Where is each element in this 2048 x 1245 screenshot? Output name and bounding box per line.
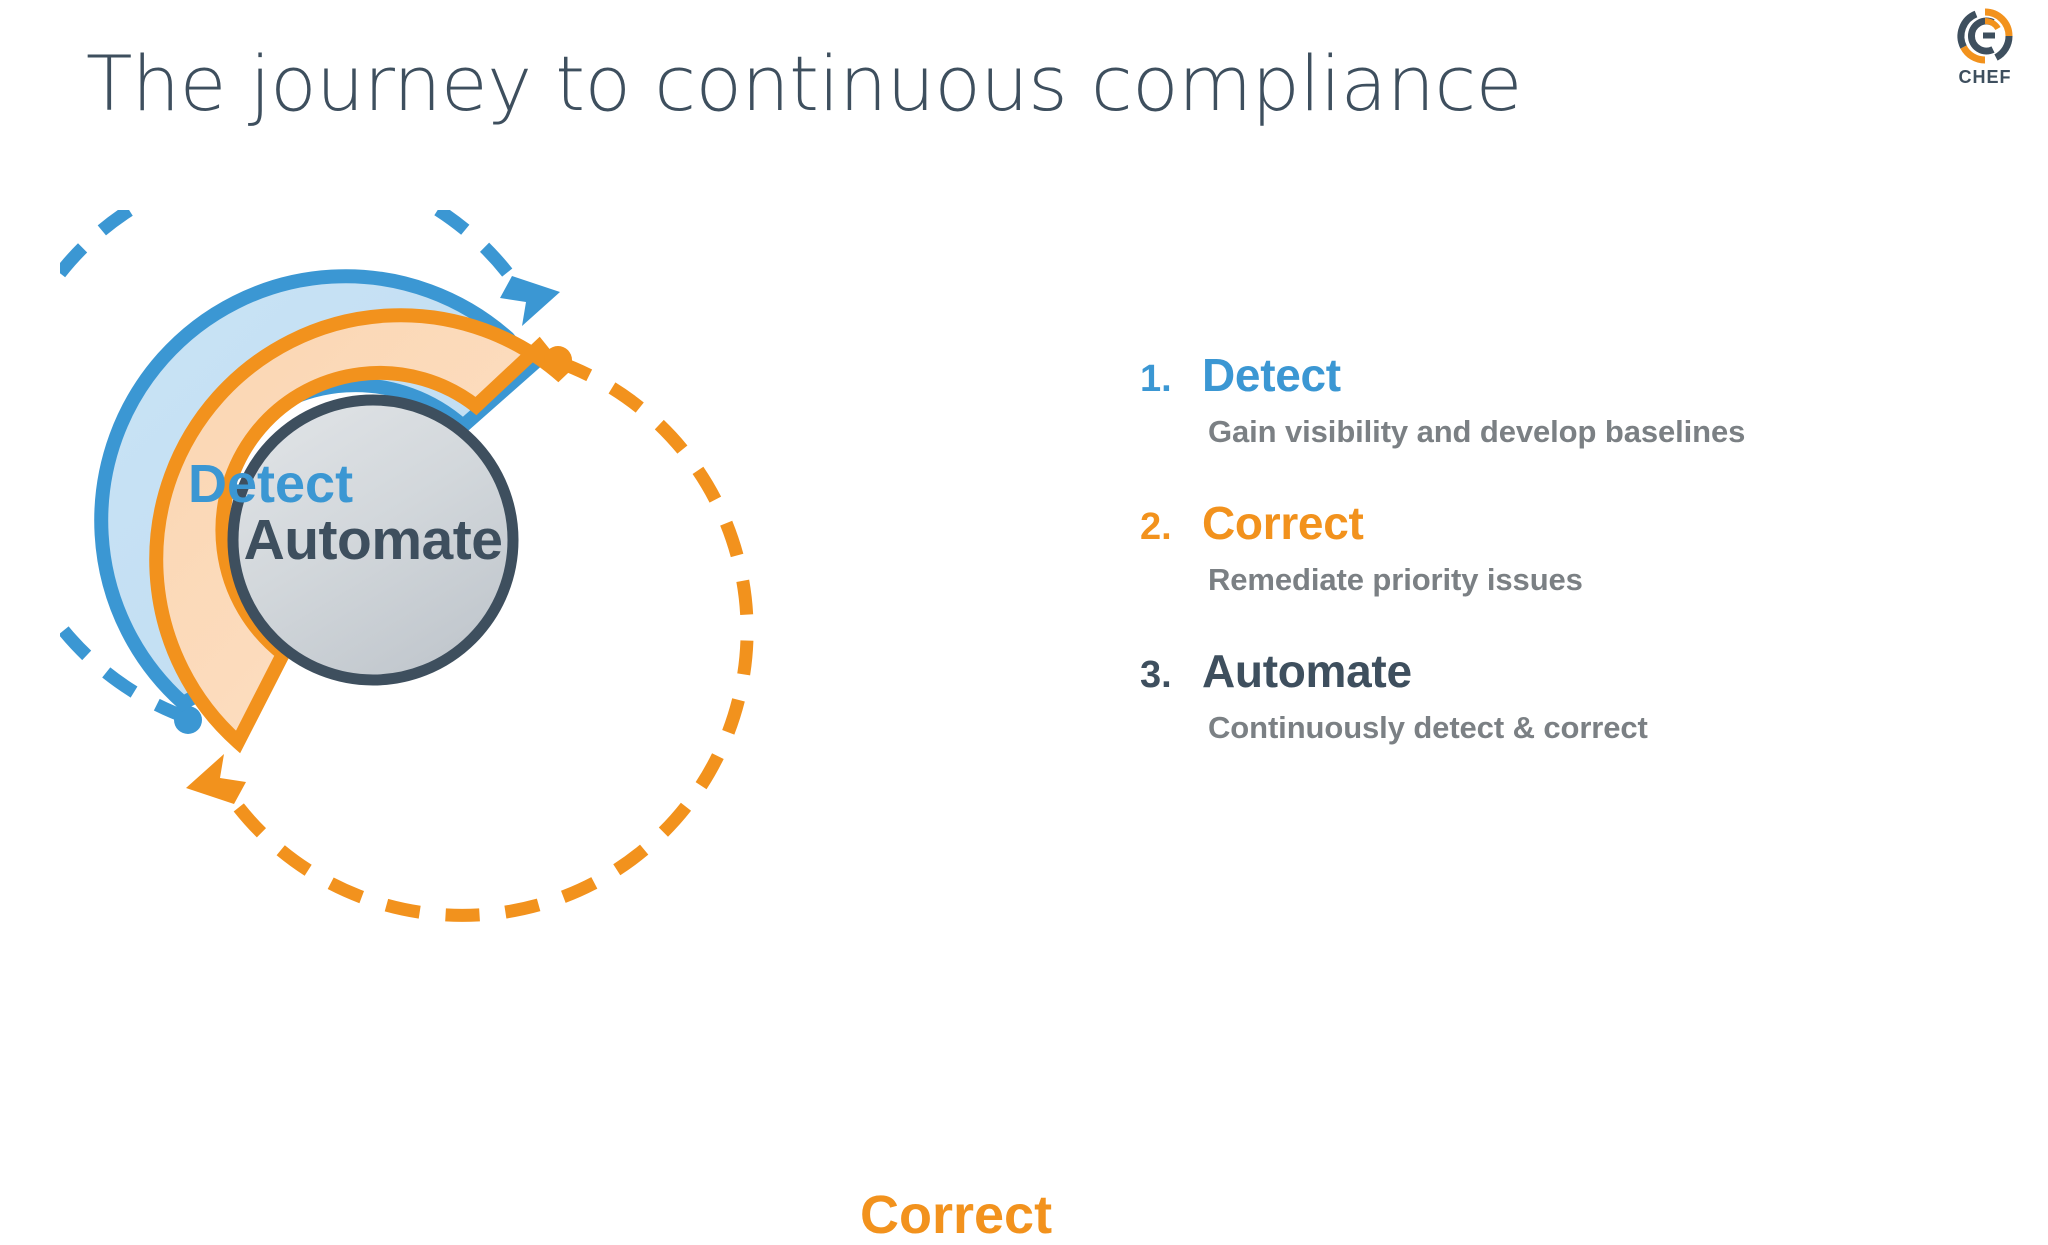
step-number: 2.	[1140, 506, 1172, 548]
step-description: Continuously detect & correct	[1208, 710, 1648, 745]
step-item-correct: 2. Correct Remediate priority issues	[1140, 496, 1960, 598]
step-heading: 2. Correct	[1140, 496, 1960, 550]
step-heading: 1. Detect	[1140, 348, 1960, 402]
detect-arc-arrowhead	[500, 276, 560, 326]
step-heading: 3. Automate	[1140, 644, 1960, 698]
step-description: Gain visibility and develop baselines	[1208, 414, 1746, 449]
step-title: Detect	[1202, 349, 1341, 401]
step-item-detect: 1. Detect Gain visibility and develop ba…	[1140, 348, 1960, 450]
steps-list: 1. Detect Gain visibility and develop ba…	[1140, 348, 1960, 746]
cycle-svg: Automate	[0, 158, 754, 922]
step-title: Correct	[1202, 497, 1364, 549]
detect-arc-dot	[174, 706, 202, 734]
chef-logo: CHEF	[1946, 6, 2024, 88]
step-item-automate: 3. Automate Continuously detect & correc…	[1140, 644, 1960, 746]
diagram-label-correct: Correct	[860, 1185, 1053, 1245]
chef-emblem-icon	[1957, 8, 2013, 64]
automate-center-circle	[227, 394, 519, 686]
automate-center-label: Automate	[244, 508, 503, 572]
step-title: Automate	[1202, 645, 1412, 697]
chef-wordmark: CHEF	[1958, 67, 2012, 87]
correct-arc-dot	[544, 346, 572, 374]
correct-band	[149, 308, 569, 754]
correct-dashed-arc	[186, 346, 754, 922]
step-number: 1.	[1140, 358, 1172, 400]
correct-arc-arrowhead	[186, 754, 246, 804]
diagram-label-detect: Detect	[188, 454, 354, 514]
page-title: The journey to continuous compliance	[86, 39, 1522, 128]
step-number: 3.	[1140, 654, 1172, 696]
continuous-compliance-cycle-diagram: Automate Detect Correct	[0, 158, 1052, 1242]
step-description: Remediate priority issues	[1208, 562, 1583, 597]
